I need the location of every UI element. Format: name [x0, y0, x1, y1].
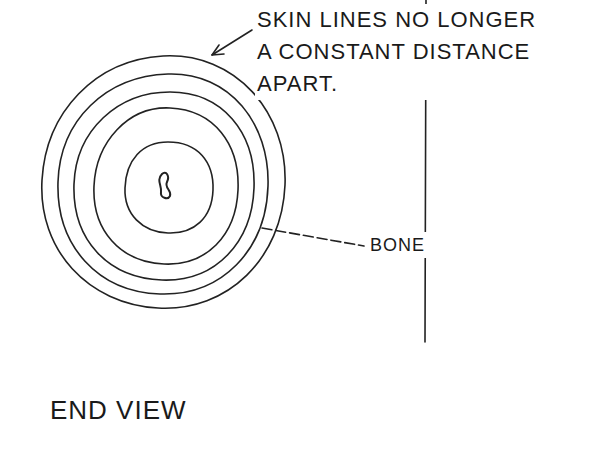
skin-line [42, 56, 285, 308]
note-text: SKIN LINES NO LONGER A CONSTANT DISTANCE… [255, 4, 549, 100]
leader-arrow [212, 30, 252, 55]
skin-line [74, 92, 254, 280]
leader-line [262, 228, 364, 246]
view-title: END VIEW [48, 392, 189, 430]
bone-shape [159, 173, 170, 198]
arrowhead [212, 45, 224, 55]
skin-line [125, 142, 213, 233]
skin-line [94, 108, 238, 264]
skin-line [58, 74, 268, 294]
part-label: BONE [368, 232, 427, 258]
